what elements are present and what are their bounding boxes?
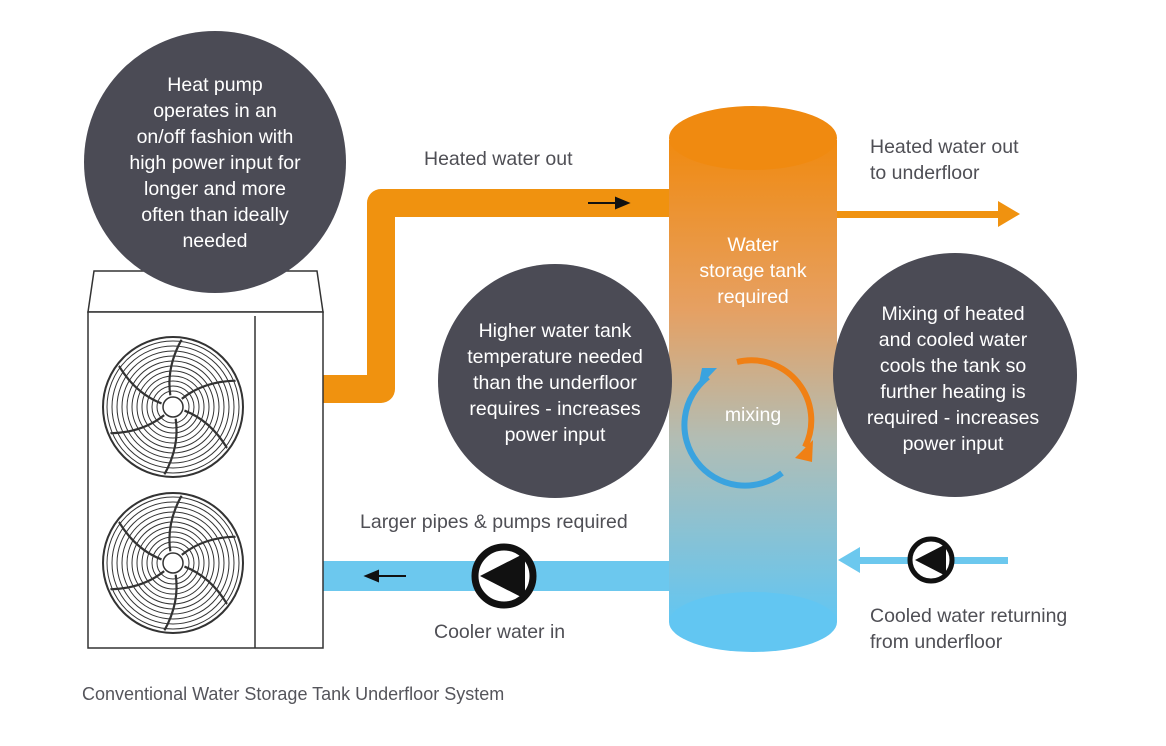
heat-pump-bubble-text: Heat pump operates in an on/off fashion … — [129, 74, 301, 252]
heated-to-underfloor-label: Heated water out to underfloor — [870, 136, 1019, 184]
larger-pipes-label: Larger pipes & pumps required — [360, 511, 628, 533]
pump-icon — [471, 543, 537, 609]
underfloor-out-arrowhead — [998, 201, 1020, 227]
water-storage-tank — [669, 106, 837, 652]
heat-pump-unit — [87, 270, 324, 649]
mixing-arrowhead-orange — [795, 440, 813, 462]
heat-pump-bubble — [84, 31, 346, 293]
mixing-bubble — [833, 253, 1077, 497]
figure-caption: Conventional Water Storage Tank Underflo… — [82, 684, 505, 704]
cooler-water-in-label: Cooler water in — [434, 621, 566, 643]
fan-icon — [102, 492, 244, 634]
underfloor-return-arrowhead — [838, 547, 860, 573]
return-pump-icon — [907, 536, 955, 584]
mixing-label: mixing — [724, 404, 782, 426]
tank-label: Water storage tank required — [699, 234, 807, 308]
mixing-arrows-icon — [681, 357, 815, 489]
flow-arrow-left — [363, 569, 406, 583]
mixing-arrowhead-blue — [698, 368, 717, 388]
cooled-returning-label: Cooled water returning from underfloor — [870, 605, 1068, 653]
mixing-bubble-text: Mixing of heated and cooled water cools … — [866, 303, 1040, 455]
heated-water-out-label: Heated water out — [424, 148, 573, 170]
higher-temp-bubble — [438, 264, 672, 498]
higher-temp-bubble-text: Higher water tank temperature needed tha… — [467, 320, 643, 446]
fan-icon — [102, 336, 244, 478]
underfloor-out-pipe — [836, 211, 1002, 218]
hot-supply-pipe — [322, 189, 672, 403]
flow-arrow-right — [588, 196, 631, 210]
